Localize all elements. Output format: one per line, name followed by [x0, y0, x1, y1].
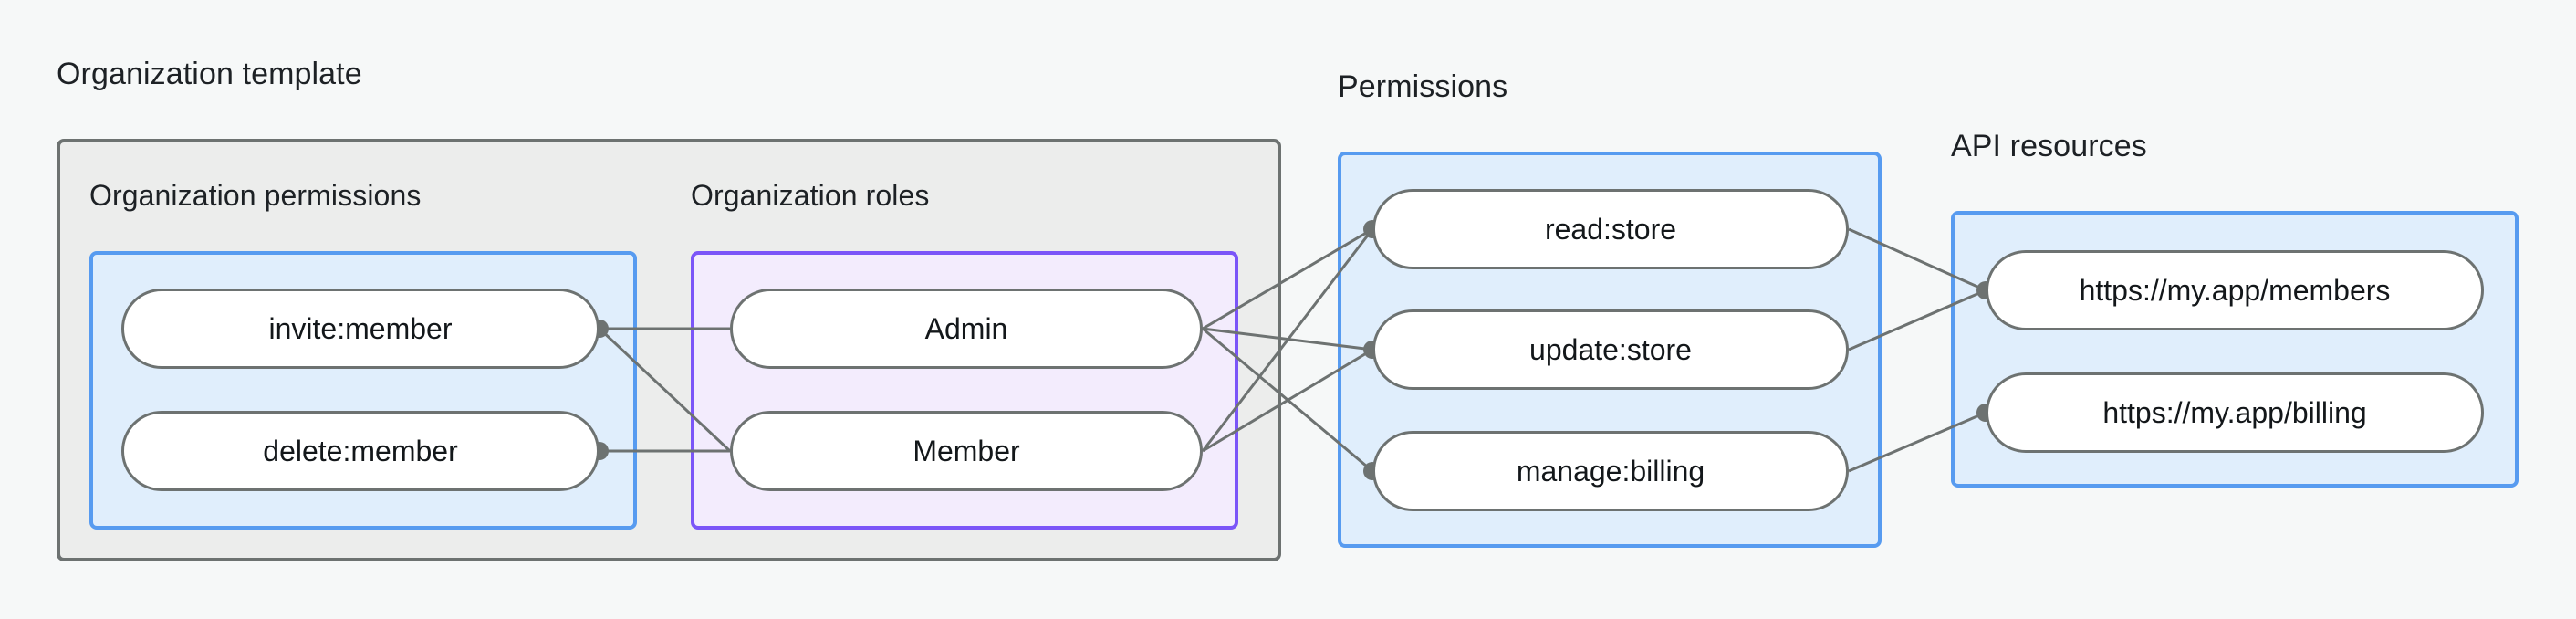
node-member-label: Member — [913, 434, 1020, 467]
node-members-url-label: https://my.app/members — [2079, 273, 2391, 307]
node-manage-billing-label: manage:billing — [1516, 454, 1705, 488]
node-update-store-label: update:store — [1529, 332, 1692, 366]
node-delete-member-label: delete:member — [263, 434, 458, 467]
title-api-resources: API resources — [1951, 129, 2147, 163]
title-permissions: Permissions — [1338, 69, 1508, 104]
node-read-store[interactable]: read:store — [1372, 189, 1849, 269]
node-member[interactable]: Member — [730, 411, 1203, 491]
subtitle-organization-permissions: Organization permissions — [89, 179, 422, 212]
node-invite-member[interactable]: invite:member — [121, 289, 600, 369]
node-members-url[interactable]: https://my.app/members — [1986, 250, 2484, 330]
node-admin[interactable]: Admin — [730, 289, 1203, 369]
node-delete-member[interactable]: delete:member — [121, 411, 600, 491]
node-admin-label: Admin — [924, 311, 1008, 345]
node-billing-url[interactable]: https://my.app/billing — [1986, 372, 2484, 453]
node-read-store-label: read:store — [1544, 212, 1677, 246]
title-organization-template: Organization template — [57, 57, 362, 91]
node-billing-url-label: https://my.app/billing — [2102, 395, 2367, 429]
node-update-store[interactable]: update:store — [1372, 310, 1849, 390]
node-invite-member-label: invite:member — [268, 311, 453, 345]
subtitle-organization-roles: Organization roles — [691, 179, 930, 212]
node-manage-billing[interactable]: manage:billing — [1372, 431, 1849, 511]
